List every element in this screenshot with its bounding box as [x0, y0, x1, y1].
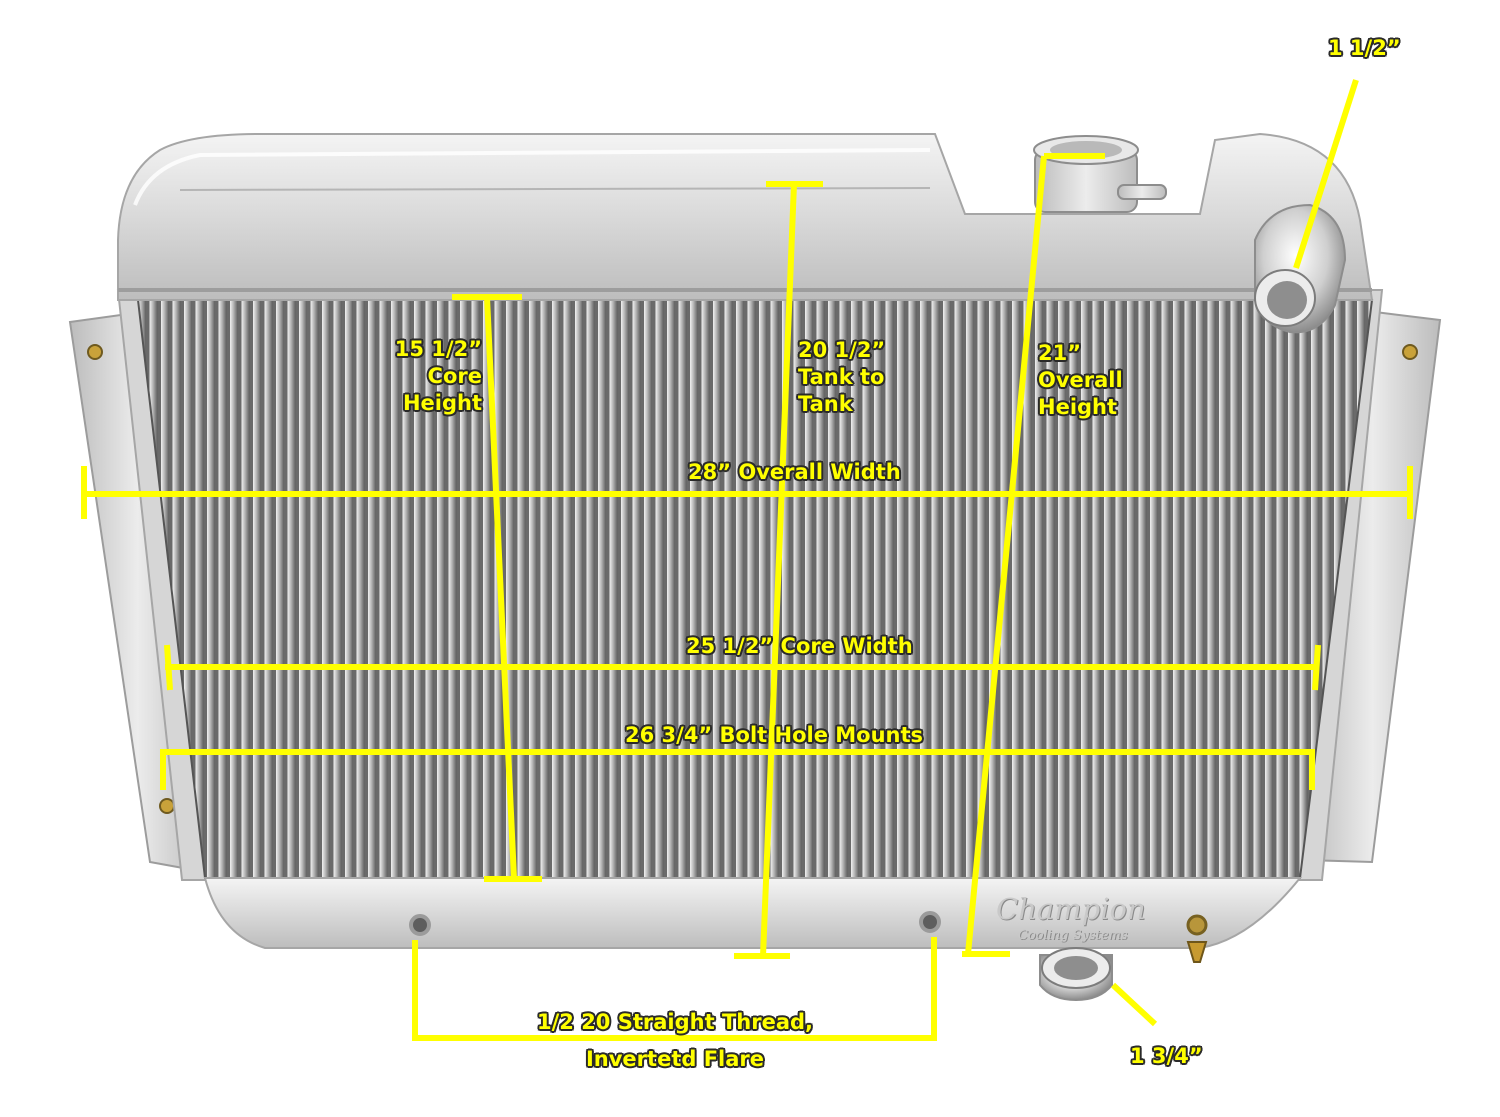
- bolt-hole-mounts-label: 26 3/4” Bolt Hole Mounts: [625, 723, 924, 747]
- bottom-bolt-icon: [409, 914, 431, 936]
- tank-to-tank-label: 20 1/2” Tank to Tank: [798, 337, 885, 418]
- top-tank: [117, 132, 1374, 301]
- overall-height-label: 21” Overall Height: [1038, 340, 1123, 421]
- dimension-lines: [81, 79, 1413, 1041]
- core-height-value: 15 1/2”: [394, 337, 482, 361]
- bolt-hole-icon: [87, 344, 103, 360]
- core-height-line3: Height: [402, 391, 482, 415]
- inlet-pipe: [1254, 203, 1347, 334]
- outlet-leader-line: [1110, 982, 1158, 1027]
- core-height-dimension: [452, 294, 542, 882]
- bolt-hole-icon: [159, 798, 175, 814]
- thread-spec-label: 1/2 20 Straight Thread, Invertetd Flare: [470, 1004, 880, 1078]
- tank-to-tank-line2: Tank to: [798, 365, 885, 389]
- overall-height-dimension: [962, 153, 1105, 957]
- bottom-tank: [203, 877, 1303, 963]
- inlet-size-label: 1 1/2”: [1328, 36, 1401, 60]
- core-width-dimension: [164, 644, 1321, 691]
- bolt-hole-mounts-dimension: [160, 749, 1315, 790]
- core-height-line2: Core: [427, 364, 482, 388]
- core-width-label: 25 1/2” Core Width: [686, 634, 913, 658]
- overall-height-line3: Height: [1038, 395, 1118, 419]
- bolt-hole-icon: [1402, 344, 1418, 360]
- tank-to-tank-value: 20 1/2”: [798, 338, 886, 362]
- radiator-core: [136, 299, 1374, 879]
- overall-width-label: 28” Overall Width: [688, 460, 901, 484]
- outlet-size-label: 1 3/4”: [1130, 1044, 1203, 1068]
- tank-to-tank-line3: Tank: [798, 392, 853, 416]
- tank-to-tank-dimension: [734, 181, 823, 959]
- overall-height-value: 21”: [1038, 341, 1082, 365]
- drain-petcock-icon: [1186, 914, 1208, 936]
- overall-height-line2: Overall: [1038, 368, 1123, 392]
- thread-spec-line1: 1/2 20 Straight Thread,: [536, 1010, 813, 1034]
- brand-logo-name: Champion: [996, 892, 1146, 926]
- overall-width-dimension: [81, 466, 1413, 519]
- filler-neck: [1033, 135, 1167, 213]
- thread-spec-bracket: [412, 937, 937, 1041]
- bottom-bolt-icon: [919, 911, 941, 933]
- thread-spec-line2: Invertetd Flare: [585, 1047, 765, 1071]
- inlet-leader-line: [1293, 79, 1359, 269]
- outlet-pipe: [1039, 947, 1113, 1002]
- brand-logo-tagline: Cooling Systems: [1018, 928, 1128, 943]
- core-height-label: 15 1/2” Core Height: [372, 336, 482, 417]
